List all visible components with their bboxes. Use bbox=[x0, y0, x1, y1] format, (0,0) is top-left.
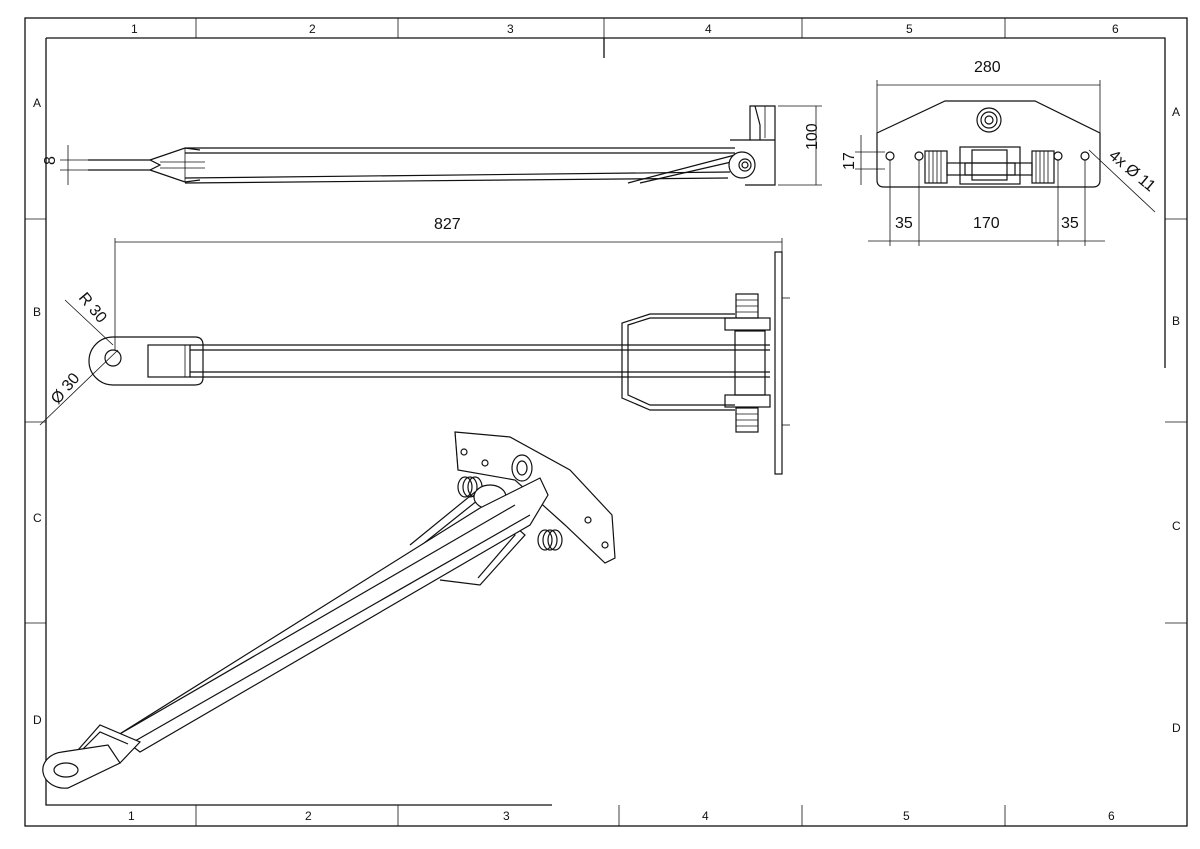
dim-hole-offset: 17 bbox=[841, 152, 858, 170]
row-label-right-a: A bbox=[1172, 105, 1180, 119]
col-label-bottom-1: 1 bbox=[128, 809, 135, 823]
col-label-top-3: 3 bbox=[507, 22, 514, 36]
zone-labels: 1 2 3 4 5 6 1 2 3 4 5 6 A B C D A B C D bbox=[33, 22, 1181, 823]
row-label-right-d: D bbox=[1172, 721, 1181, 735]
col-label-top-4: 4 bbox=[705, 22, 712, 36]
dim-edge-left: 35 bbox=[895, 215, 913, 232]
col-label-top-5: 5 bbox=[906, 22, 913, 36]
col-label-bottom-5: 5 bbox=[903, 809, 910, 823]
dim-eye-radius: R 30 bbox=[75, 290, 110, 327]
dim-width-plate: 280 bbox=[974, 59, 1001, 76]
top-view: 827 R 30 Ø 30 bbox=[39, 216, 790, 475]
dim-arm-length: 827 bbox=[434, 216, 461, 233]
dim-spacing: 170 bbox=[973, 215, 1000, 232]
row-label-left-a: A bbox=[33, 96, 41, 110]
row-label-right-b: B bbox=[1172, 314, 1180, 328]
dim-hole-pattern: 4x Ø 11 bbox=[1105, 147, 1158, 195]
dim-height-side: 100 bbox=[804, 123, 821, 150]
isometric-view bbox=[42, 431, 616, 789]
col-label-bottom-4: 4 bbox=[702, 809, 709, 823]
drawing-frame bbox=[24, 17, 1188, 827]
col-label-top-2: 2 bbox=[309, 22, 316, 36]
side-view: 8 100 bbox=[42, 105, 822, 186]
col-label-bottom-2: 2 bbox=[305, 809, 312, 823]
row-label-left-d: D bbox=[33, 713, 42, 727]
end-view: 280 17 35 170 35 4x Ø 11 bbox=[841, 59, 1158, 246]
row-label-left-c: C bbox=[33, 511, 42, 525]
row-label-right-c: C bbox=[1172, 519, 1181, 533]
dim-edge-right: 35 bbox=[1061, 215, 1079, 232]
col-label-bottom-3: 3 bbox=[503, 809, 510, 823]
col-label-top-1: 1 bbox=[131, 22, 138, 36]
row-label-left-b: B bbox=[33, 305, 41, 319]
col-label-top-6: 6 bbox=[1112, 22, 1119, 36]
dim-thickness: 8 bbox=[42, 156, 59, 165]
col-label-bottom-6: 6 bbox=[1108, 809, 1115, 823]
iso-spring-lower bbox=[537, 529, 563, 551]
